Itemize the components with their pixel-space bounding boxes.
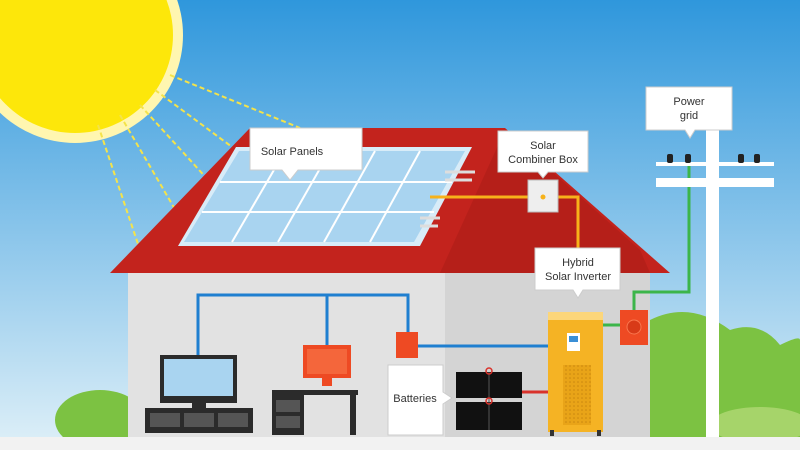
grid-text-1: Power <box>673 96 705 108</box>
meter-dial-icon <box>626 319 642 335</box>
label-combiner-box: Solar Combiner Box <box>497 130 589 179</box>
inverter-text-2: Solar Inverter <box>545 271 611 283</box>
label-hybrid-inverter: Hybrid Solar Inverter <box>534 247 621 299</box>
hybrid-inverter <box>548 312 603 436</box>
tv-icon <box>145 355 253 433</box>
switch-box <box>396 332 418 358</box>
computer-desk-icon <box>272 345 358 435</box>
combiner-text-1: Solar <box>530 140 556 152</box>
solar-panels-text: Solar Panels <box>261 146 324 158</box>
bushes <box>55 312 800 450</box>
ground <box>0 437 800 450</box>
label-solar-panels: Solar Panels <box>249 127 363 181</box>
combiner-text-2: Combiner Box <box>508 154 578 166</box>
combiner-indicator-icon <box>540 194 546 200</box>
dc-wire <box>430 195 580 252</box>
label-batteries: Batteries <box>387 364 453 436</box>
label-power-grid: Power grid <box>645 86 733 139</box>
batteries-text: Batteries <box>393 393 437 405</box>
sun-icon <box>0 0 301 251</box>
solar-panel <box>178 147 475 246</box>
power-pole <box>656 110 774 438</box>
grid-wire <box>603 160 691 327</box>
battery-bank <box>456 367 522 430</box>
ac-wire <box>196 293 548 356</box>
inverter-text-1: Hybrid <box>562 257 594 269</box>
grid-text-2: grid <box>680 110 698 122</box>
